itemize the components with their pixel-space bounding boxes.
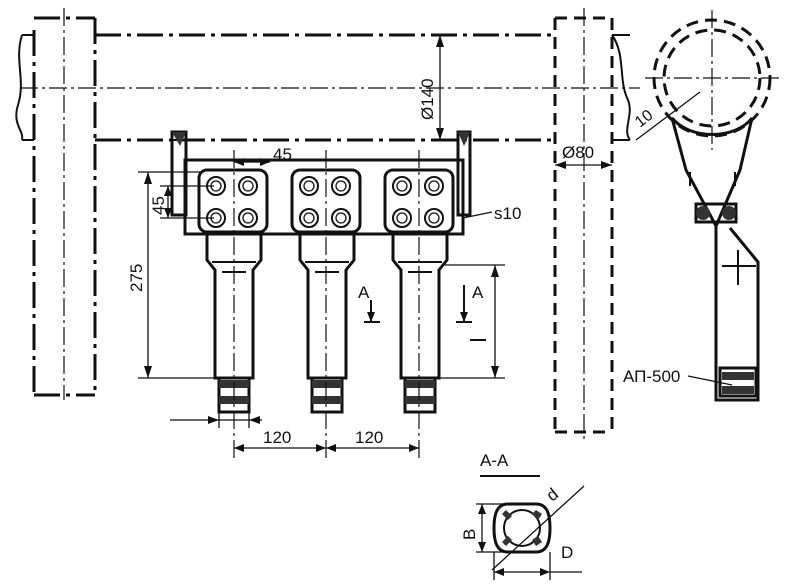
- busbar-clamp-1: [197, 150, 269, 460]
- right-column: [553, 8, 631, 440]
- dim-d80-label: Ø80: [562, 143, 594, 162]
- dim-45-side-label: 45: [149, 196, 168, 215]
- dim-275-label: 275: [127, 264, 146, 292]
- dim-right-vertical: [440, 264, 505, 379]
- mounting-plate: s10: [170, 130, 521, 236]
- sec-d-label: d: [543, 484, 562, 505]
- dim-120-right-label: 120: [355, 428, 383, 447]
- section-a-marker-left: А: [358, 283, 380, 323]
- section-a-left-label: А: [358, 283, 370, 302]
- section-a-a: А-А B d D: [460, 451, 585, 580]
- dim-45-side: 45: [149, 185, 214, 219]
- side-view: 10 АП-500: [623, 10, 780, 402]
- section-title-label: А-А: [480, 451, 509, 470]
- dim-120-left-label: 120: [263, 428, 291, 447]
- dim-45-top: 45: [234, 145, 292, 166]
- section-a-marker-right: А: [456, 283, 484, 323]
- busbar-clamp-3: [383, 150, 455, 460]
- left-column: [15, 8, 97, 400]
- dim-d80: Ø80: [555, 143, 612, 169]
- dim-45-top-label: 45: [273, 145, 292, 164]
- part-ap500-label: АП-500: [623, 367, 680, 386]
- dim-d140-label: Ø140: [418, 78, 437, 120]
- sec-D-label: D: [561, 543, 573, 562]
- top-beam: Ø140: [20, 33, 640, 142]
- dim-275: 275: [127, 171, 215, 379]
- busbar-clamp-2: [290, 150, 362, 460]
- dim-120-chain: 120 120: [170, 412, 419, 452]
- sec-B-label: B: [460, 529, 479, 540]
- section-a-right-label: А: [472, 283, 484, 302]
- dim-s10-label: s10: [494, 204, 521, 223]
